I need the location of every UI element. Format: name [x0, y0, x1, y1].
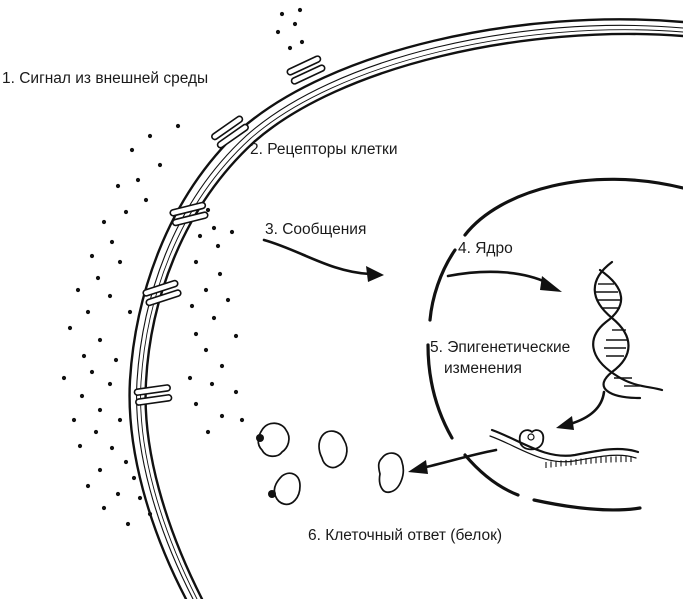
signal-particle	[113, 357, 119, 363]
signal-particle	[85, 309, 91, 315]
label-epigenetic-line2: изменения	[444, 360, 522, 377]
signal-particle	[85, 483, 91, 489]
signal-particle	[115, 183, 121, 189]
signal-particle	[299, 39, 305, 45]
signal-particle	[127, 309, 133, 315]
signal-particle	[147, 133, 153, 139]
signal-particle	[67, 325, 73, 331]
arrow-to-protein	[420, 448, 498, 470]
ribosome	[518, 429, 545, 451]
signal-particle	[131, 475, 137, 481]
protein	[273, 472, 301, 506]
signal-particle	[217, 271, 223, 277]
signal-particle	[239, 417, 245, 423]
signal-particle	[95, 275, 101, 281]
signal-particle	[189, 303, 195, 309]
signal-particle	[123, 459, 129, 465]
arrow-to-mrna	[568, 390, 606, 426]
signal-particle	[137, 495, 143, 501]
receptor	[169, 201, 209, 227]
signal-particles-inside	[187, 207, 245, 435]
protein	[377, 452, 405, 494]
nucleus-envelope	[426, 177, 683, 512]
receptor	[142, 279, 182, 307]
flow-arrows	[262, 238, 606, 474]
signal-particle	[75, 287, 81, 293]
signal-particle	[275, 29, 281, 35]
signal-particle	[123, 209, 129, 215]
mrna-ribosome	[489, 428, 640, 468]
protein	[318, 430, 348, 469]
label-messages: 3. Сообщения	[265, 221, 366, 238]
signal-particle	[205, 429, 211, 435]
signal-particle	[203, 287, 209, 293]
signal-particle	[117, 259, 123, 265]
signal-particle	[89, 253, 95, 259]
signal-particles-outside	[61, 7, 305, 527]
label-nucleus: 4. Ядро	[458, 240, 513, 257]
signal-particle	[143, 197, 149, 203]
signal-particle	[205, 207, 211, 213]
signal-particle	[279, 11, 285, 17]
dna-double-helix	[592, 260, 664, 400]
signal-particle	[79, 393, 85, 399]
signal-particle	[292, 21, 298, 27]
signal-particle	[101, 219, 107, 225]
receptor	[286, 55, 326, 85]
signal-particle	[117, 417, 123, 423]
protein	[257, 422, 290, 458]
signal-particle	[219, 413, 225, 419]
signal-particle	[97, 407, 103, 413]
signal-particle	[187, 375, 193, 381]
signal-particle	[211, 225, 217, 231]
arrow-to-nucleus	[446, 270, 550, 285]
signal-particle	[157, 162, 163, 168]
signal-particle	[97, 467, 103, 473]
signal-particle	[115, 491, 121, 497]
signal-particle	[147, 511, 153, 517]
signal-particle	[109, 239, 115, 245]
arrow-messages	[262, 238, 372, 276]
signal-particle	[107, 293, 113, 299]
signal-particle	[61, 375, 67, 381]
signal-particle	[229, 229, 235, 235]
cell-receptors	[133, 55, 326, 406]
signal-particle	[287, 45, 293, 51]
receptor	[133, 384, 173, 406]
signal-particle	[211, 315, 217, 321]
signal-particle	[71, 417, 77, 423]
label-response: 6. Клеточный ответ (белок)	[308, 527, 502, 544]
signal-particle	[197, 233, 203, 239]
signal-particle	[77, 443, 83, 449]
label-signal: 1. Сигнал из внешней среды	[2, 70, 208, 87]
signal-particle	[135, 177, 141, 183]
signal-particle	[97, 337, 103, 343]
signal-particle	[215, 243, 221, 249]
signal-particle	[101, 505, 107, 511]
signal-particle	[193, 259, 199, 265]
signal-particle	[89, 369, 95, 375]
signal-particle	[107, 381, 113, 387]
signal-particle	[129, 147, 135, 153]
signal-particle	[297, 7, 303, 13]
signal-particle	[219, 363, 225, 369]
signal-particle	[233, 333, 239, 339]
signal-particle	[93, 429, 99, 435]
signal-particle	[193, 401, 199, 407]
receptor	[211, 115, 249, 149]
signal-particle	[125, 521, 131, 527]
signal-particle	[225, 297, 231, 303]
signal-particle	[203, 347, 209, 353]
signal-particle	[175, 123, 181, 129]
protein-blobs	[256, 422, 405, 506]
label-receptors: 2. Рецепторы клетки	[250, 141, 398, 158]
signal-particle	[81, 353, 87, 359]
signal-particle	[233, 389, 239, 395]
signal-particle	[209, 381, 215, 387]
cell-membrane	[128, 18, 683, 599]
signal-particle	[193, 331, 199, 337]
label-epigenetic-line1: 5. Эпигенетические	[430, 339, 570, 356]
signal-particle	[109, 445, 115, 451]
